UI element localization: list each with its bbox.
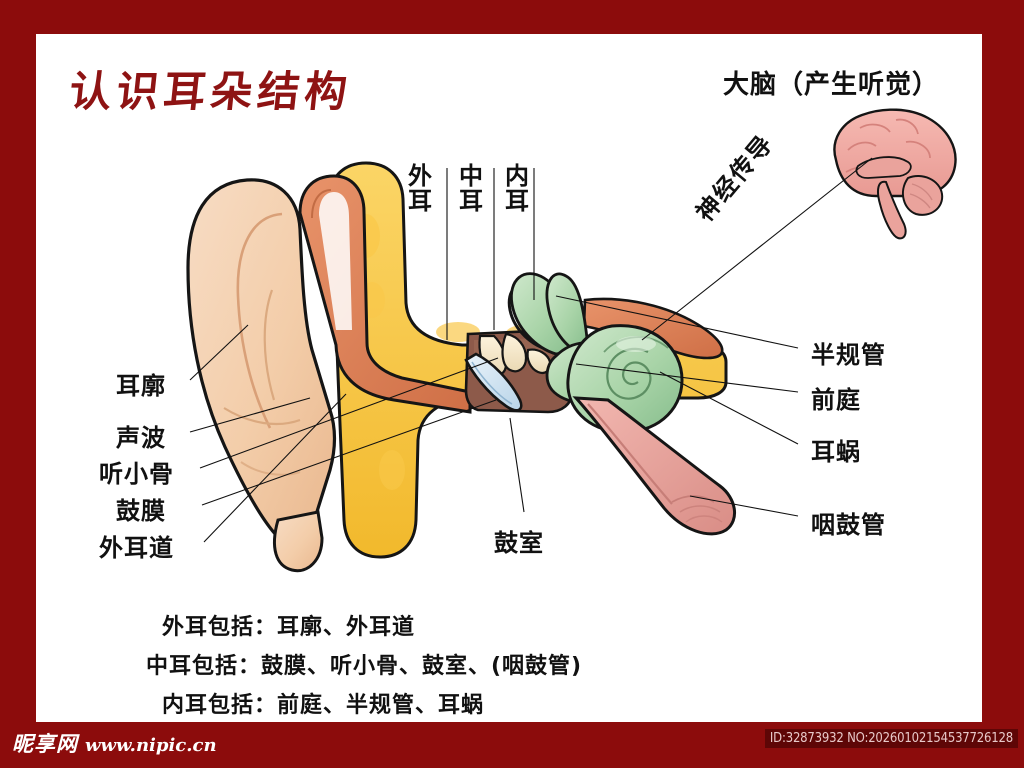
summary-line-middle-ear: 中耳包括：鼓膜、听小骨、鼓室、(咽鼓管) (146, 654, 583, 679)
page-title: 认识耳朵结构 (67, 67, 355, 116)
callout-label-ossicles: 听小骨 (99, 460, 174, 488)
ear-canal (298, 174, 472, 414)
callout-label-ear-canal: 外耳道 (99, 534, 174, 562)
section-label-middle-ear-char2: 耳 (459, 187, 483, 216)
site-logo-name: 昵享网 (12, 731, 78, 756)
section-label-middle-ear: 中 耳 (456, 162, 486, 216)
summary-line-outer-ear: 外耳包括：耳廓、外耳道 (162, 615, 416, 640)
summary-line-inner-ear: 内耳包括：前庭、半规管、耳蜗 (162, 693, 485, 718)
callout-label-semicircular-canals: 半规管 (811, 341, 886, 369)
section-label-outer-ear-char2: 耳 (408, 187, 432, 216)
site-logo-url: www.nipic.cn (85, 735, 217, 756)
callout-label-eustachian-tube: 咽鼓管 (811, 511, 886, 539)
section-label-middle-ear-char1: 中 (459, 162, 483, 190)
callout-label-eardrum: 鼓膜 (116, 497, 166, 525)
callout-label-pinna: 耳廓 (116, 372, 166, 400)
site-logo: 昵享网 www.nipic.cn (12, 728, 217, 758)
leader-lines (189, 157, 873, 543)
section-label-inner-ear: 内 耳 (502, 162, 532, 216)
section-label-outer-ear-char1: 外 (408, 162, 432, 190)
section-label-inner-ear-char1: 内 (505, 162, 529, 190)
section-divider-lines (446, 168, 535, 340)
callout-label-sound-wave: 声波 (116, 424, 166, 452)
callout-label-vestibule: 前庭 (811, 386, 861, 414)
brain-title-label: 大脑（产生听觉） (723, 70, 940, 100)
section-label-outer-ear: 外 耳 (405, 162, 435, 216)
image-id-badge: ID:32873932 NO:20260102154537726128 (764, 729, 1018, 748)
ossicles (478, 332, 552, 376)
section-label-inner-ear-char2: 耳 (505, 187, 529, 216)
brain-illustration (833, 108, 957, 240)
callout-label-cochlea: 耳蜗 (811, 438, 861, 466)
callout-label-tympanic-cavity: 鼓室 (494, 529, 544, 557)
eustachian-tube (572, 396, 736, 536)
